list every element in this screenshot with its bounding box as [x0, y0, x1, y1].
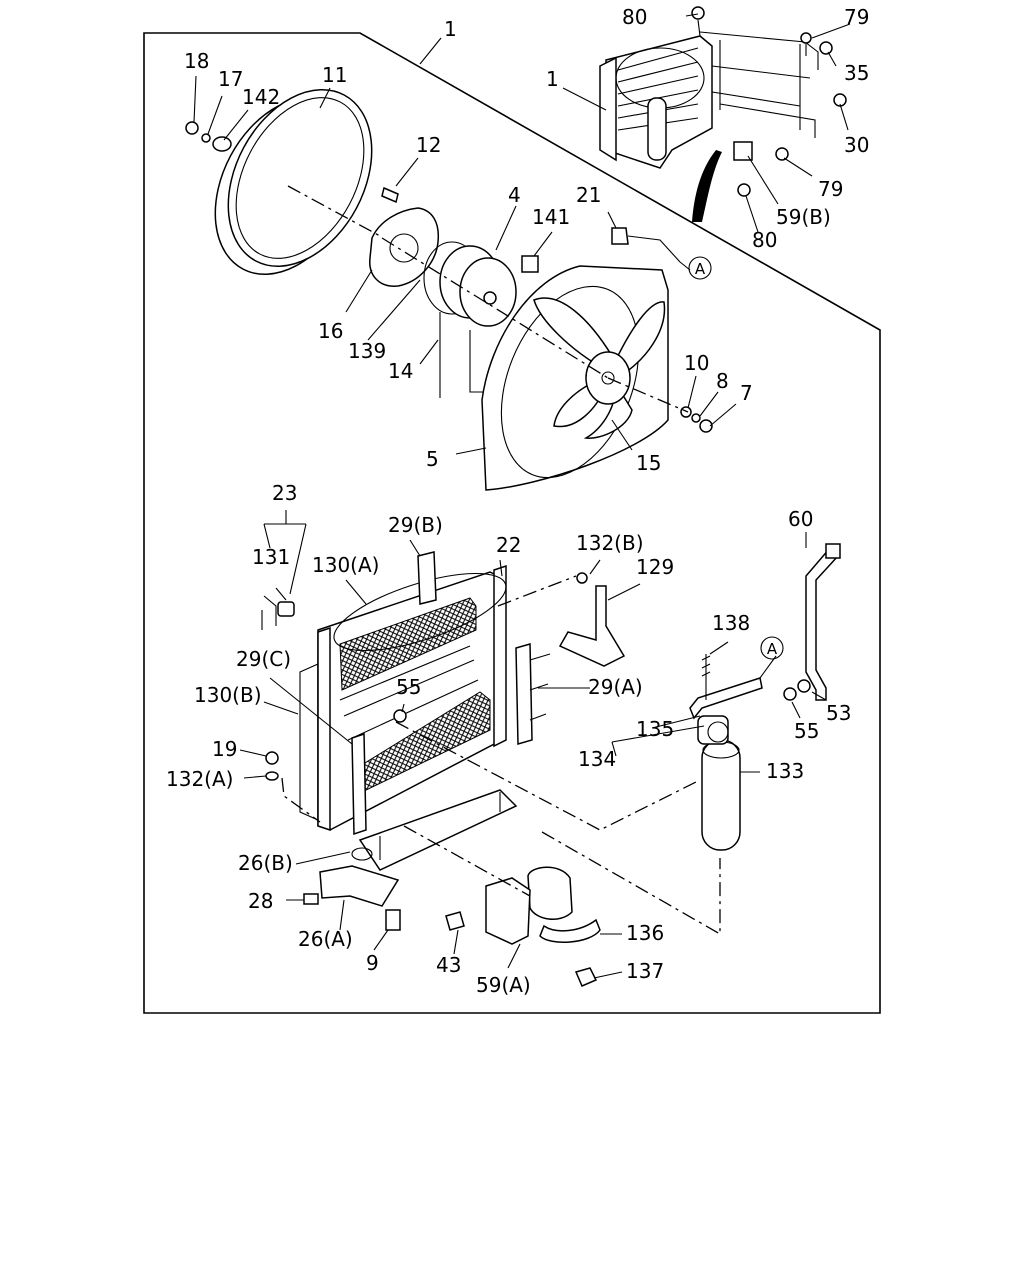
- nut-53: [797, 679, 811, 693]
- callout-11: 11: [322, 63, 347, 87]
- bracket-26a: [319, 865, 400, 907]
- callout-131: 131: [252, 545, 290, 569]
- callout-59b: 59(B): [776, 205, 831, 229]
- callout-129: 129: [636, 555, 674, 579]
- washer-132b: [576, 572, 588, 584]
- pipe-60: [805, 546, 840, 701]
- callout-9: 9: [366, 951, 379, 975]
- callout-79: 79: [844, 5, 869, 29]
- callout-10: 10: [684, 351, 709, 375]
- callout-30: 30: [844, 133, 869, 157]
- motor-4: [439, 245, 517, 327]
- callout-136: 136: [626, 921, 664, 945]
- bracket-29c: [351, 732, 367, 836]
- connector-mark-a: A: [767, 640, 778, 658]
- callout-79: 79: [818, 177, 843, 201]
- bolt-9: [385, 909, 401, 931]
- washer-10: [680, 406, 692, 418]
- diagram-frame: [143, 32, 881, 1014]
- callout-53: 53: [826, 701, 851, 725]
- switch-131: [261, 595, 295, 630]
- bracket-59a: [485, 877, 531, 945]
- plate-142: [212, 136, 232, 152]
- clip-141: [521, 255, 539, 273]
- callout-labels: 1 1 80 79 35 30 79 59(B) 80 18 17 142 11…: [166, 5, 869, 997]
- callout-55: 55: [396, 675, 421, 699]
- inset-installed-unit: [599, 6, 847, 222]
- callout-26a: 26(A): [298, 927, 353, 951]
- callout-29c: 29(C): [236, 647, 291, 671]
- clamp-136: [527, 866, 601, 943]
- callout-7: 7: [740, 381, 753, 405]
- callout-135: 135: [636, 717, 674, 741]
- washer-132a: [265, 771, 279, 781]
- callout-141: 141: [532, 205, 570, 229]
- bolt-138: [701, 654, 711, 700]
- callout-133: 133: [766, 759, 804, 783]
- callout-14: 14: [388, 359, 413, 383]
- callout-80: 80: [622, 5, 647, 29]
- callout-28: 28: [248, 889, 273, 913]
- callout-132b: 132(B): [576, 531, 644, 555]
- leader-lines: [193, 13, 851, 979]
- callout-60: 60: [788, 507, 813, 531]
- nut-7: [699, 419, 713, 433]
- base-bracket: [358, 789, 518, 871]
- bolt-28: [303, 893, 319, 905]
- bracket-129: [558, 585, 626, 667]
- bracket-29b: [417, 551, 437, 605]
- callout-1: 1: [444, 17, 457, 41]
- callout-138: 138: [712, 611, 750, 635]
- callout-12: 12: [416, 133, 441, 157]
- washer-8: [691, 413, 701, 423]
- callout-1: 1: [546, 67, 559, 91]
- oring-55a: [393, 709, 407, 723]
- callout-132a: 132(A): [166, 767, 233, 791]
- callout-4: 4: [508, 183, 521, 207]
- callout-55: 55: [794, 719, 819, 743]
- fan-15: [533, 297, 666, 439]
- nut-19: [265, 751, 279, 765]
- callout-80: 80: [752, 228, 777, 252]
- nut-18: [185, 121, 199, 135]
- callout-5: 5: [426, 447, 439, 471]
- fan-ring: [214, 88, 373, 276]
- callout-59a: 59(A): [476, 973, 531, 997]
- washer-17: [201, 133, 211, 143]
- connector-mark-a: A: [695, 260, 706, 278]
- callout-29b: 29(B): [388, 513, 443, 537]
- bolt-137: [574, 967, 598, 987]
- callout-29a: 29(A): [588, 675, 643, 699]
- callout-15: 15: [636, 451, 661, 475]
- callout-22: 22: [496, 533, 521, 557]
- bolt-12: [381, 186, 399, 204]
- callout-23: 23: [272, 481, 297, 505]
- connector-21: [611, 227, 629, 245]
- callout-19: 19: [212, 737, 237, 761]
- receiver-drier-133: [697, 715, 741, 851]
- callout-130b: 130(B): [194, 683, 262, 707]
- callout-139: 139: [348, 339, 386, 363]
- bracket-29a: [515, 643, 533, 745]
- callout-21: 21: [576, 183, 601, 207]
- bracket-16: [369, 207, 440, 287]
- hose-A: [689, 677, 763, 720]
- callout-35: 35: [844, 61, 869, 85]
- callout-142: 142: [242, 85, 280, 109]
- bolt-43: [445, 911, 465, 931]
- callout-130a: 130(A): [312, 553, 379, 577]
- callout-137: 137: [626, 959, 664, 983]
- callout-16: 16: [318, 319, 343, 343]
- callout-18: 18: [184, 49, 209, 73]
- callout-134: 134: [578, 747, 616, 771]
- callout-43: 43: [436, 953, 461, 977]
- callout-8: 8: [716, 369, 729, 393]
- oring-55b: [783, 687, 797, 701]
- callout-17: 17: [218, 67, 243, 91]
- callout-26b: 26(B): [238, 851, 293, 875]
